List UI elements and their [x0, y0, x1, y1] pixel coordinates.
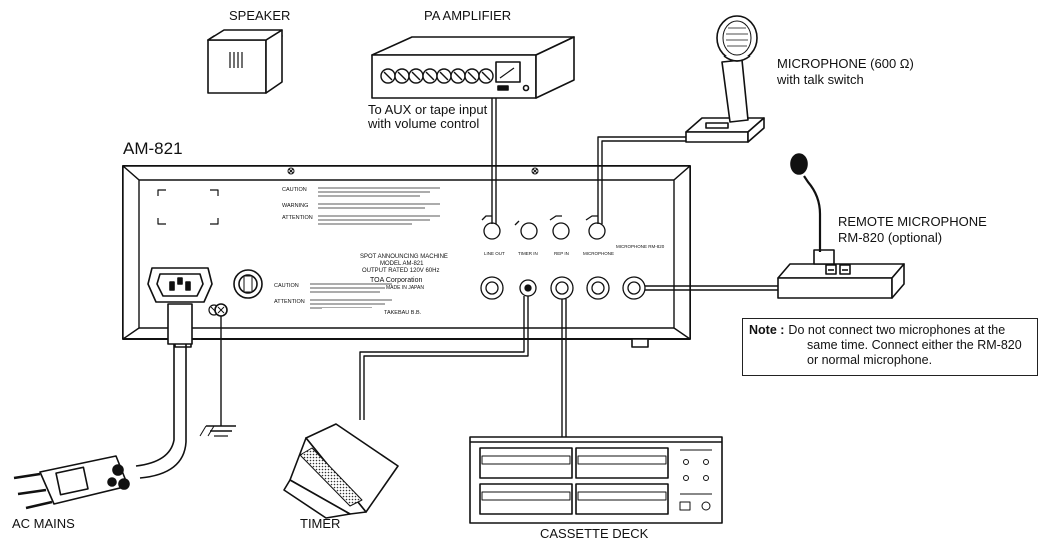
- microphone-sublabel: with talk switch: [777, 72, 864, 87]
- panel-model-line3: OUTPUT RATED 120V 60Hz: [362, 268, 439, 274]
- panel-origin-text: MADE IN JAPAN: [386, 285, 424, 291]
- aux-note-line1: To AUX or tape input: [368, 102, 488, 117]
- aux-note-line2: with volume control: [368, 116, 480, 131]
- jack-label-timer-in: TIMER IN: [518, 251, 538, 256]
- panel-serial-text: TAKEBAU B.B.: [384, 310, 422, 316]
- pa-amplifier-label: PA AMPLIFIER: [424, 8, 512, 23]
- jack-label-microphone: MICROPHONE: [583, 251, 614, 256]
- panel-model-line1: SPOT ANNOUNCING MACHINE: [360, 254, 448, 260]
- remote-microphone-icon: [777, 153, 905, 299]
- speaker-label: SPEAKER: [229, 8, 291, 23]
- speaker-icon: [207, 29, 283, 94]
- panel-attention-fuse-text: ATTENTION: [274, 299, 305, 305]
- phone-jack-row: [481, 215, 606, 240]
- note-line2: same time. Connect either the RM-820: [807, 338, 1022, 352]
- jack-label-line-out: LINE OUT: [484, 251, 505, 256]
- timer-label: TIMER: [300, 516, 341, 531]
- panel-maker-text: TOA Corporation: [370, 277, 423, 284]
- fuse-holder-icon: [233, 269, 263, 299]
- desk-microphone-icon: [685, 15, 765, 143]
- jack-label-remote-mic: MICROPHONE RM-820: [616, 244, 665, 249]
- remote-mic-sublabel: RM-820 (optional): [838, 230, 943, 245]
- unit-model-label: AM-821: [123, 139, 183, 158]
- ac-mains-label: AC MAINS: [12, 516, 75, 531]
- pa-amplifier-icon: [371, 36, 575, 99]
- panel-caution-fuse-text: CAUTION: [274, 283, 299, 289]
- ground-terminal-icon: [214, 303, 228, 317]
- note-line1: Do not connect two microphones at the: [788, 323, 1006, 337]
- note-line3: or normal microphone.: [807, 353, 933, 367]
- cassette-deck-label: CASSETTE DECK: [540, 526, 649, 541]
- panel-caution-text: CAUTION: [282, 187, 307, 193]
- remote-mic-label: REMOTE MICROPHONE: [838, 214, 987, 229]
- panel-warning-text: WARNING: [282, 203, 308, 209]
- am-821-rear-panel: [122, 165, 691, 348]
- timer-icon: [283, 423, 399, 519]
- note-tag: Note :: [749, 323, 785, 337]
- din-jack-row: [480, 276, 646, 300]
- cassette-deck-icon: [469, 436, 723, 524]
- cables: [199, 98, 778, 438]
- panel-model-line2: MODEL AM-821: [380, 261, 424, 267]
- panel-attention-text: ATTENTION: [282, 215, 313, 221]
- jack-label-rep-in: REP IN: [554, 251, 569, 256]
- microphone-label: MICROPHONE (600 Ω): [777, 56, 914, 71]
- ac-inlet-icon: [147, 267, 213, 303]
- ac-plug-icon: [13, 455, 130, 510]
- ac-cord-icon: [135, 303, 193, 479]
- note-box: Note : Do not connect two microphones at…: [742, 318, 1038, 376]
